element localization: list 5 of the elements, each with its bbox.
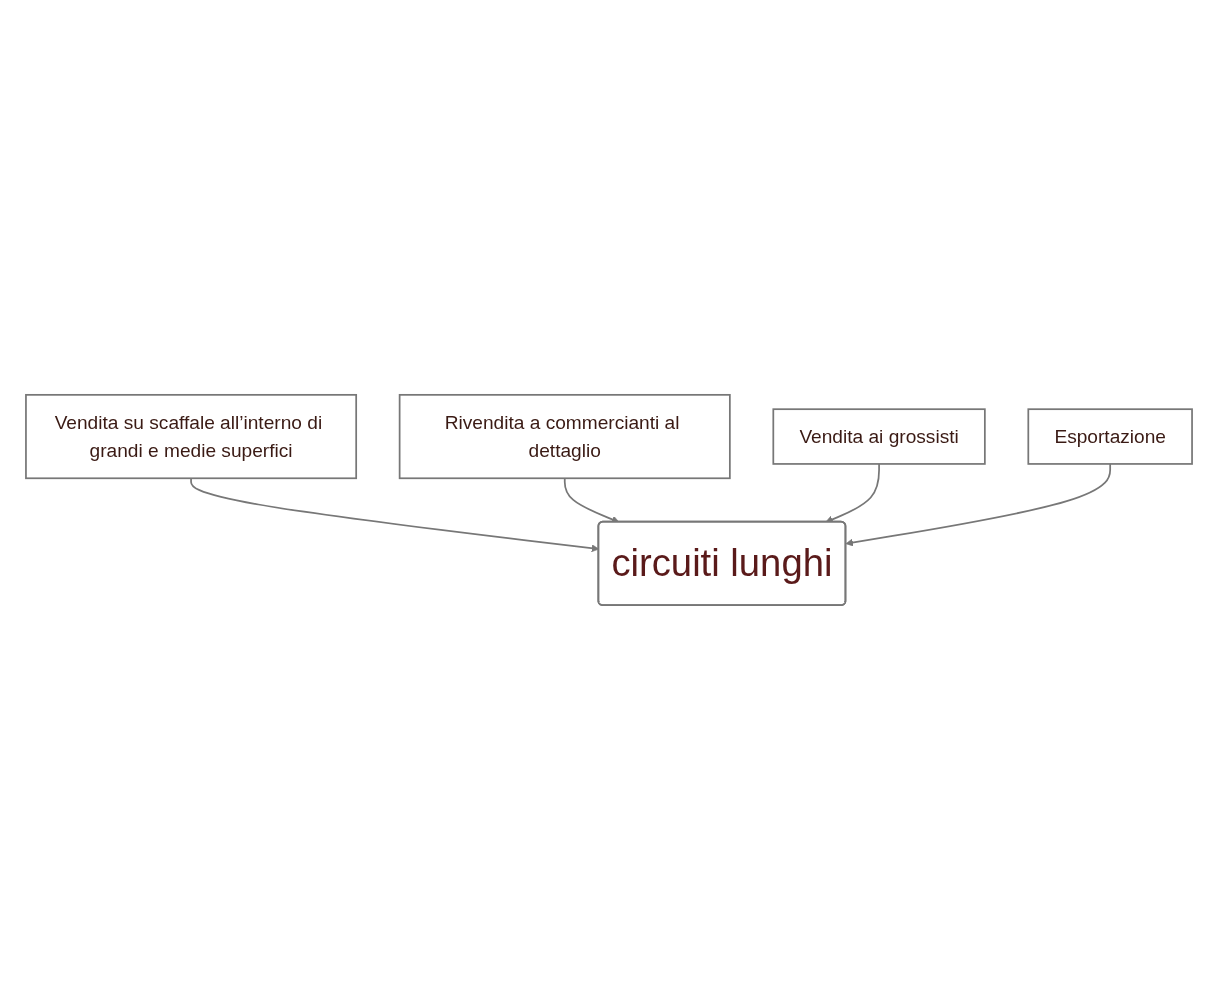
node-box: Vendita su scaffale all’interno di grandi e medie superfici [24, 394, 357, 480]
node-box: Vendita ai grossisti [771, 408, 986, 465]
node-box: Esportazione [1026, 408, 1193, 465]
node-box: Rivendita a commercianti al dettaglio [398, 394, 731, 480]
arrow [845, 463, 1111, 547]
